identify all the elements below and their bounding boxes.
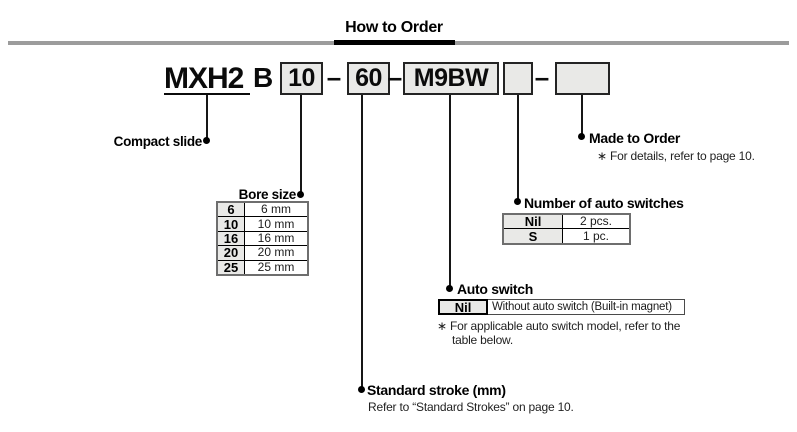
bore-code-box: 10 <box>280 62 323 95</box>
switch-qty-code-box <box>503 62 533 95</box>
auto-switch-table: Nil Without auto switch (Built-in magnet… <box>438 299 685 315</box>
model-type: B <box>253 62 273 93</box>
leader-dot-standard-stroke <box>358 386 365 393</box>
leader-line-compact-slide <box>206 95 208 138</box>
leader-dot-compact-slide <box>203 137 210 144</box>
made-to-order-code-box <box>555 62 610 95</box>
qty-code: Nil <box>502 213 563 230</box>
standard-stroke-note: Refer to “Standard Strokes” on page 10. <box>368 400 574 414</box>
bore-code: 16 <box>216 230 245 247</box>
leader-line-auto-switch <box>449 95 451 286</box>
table-row: 10 10 mm <box>216 216 309 232</box>
qty-desc: 2 pcs. <box>562 213 631 230</box>
series-underline <box>164 93 250 95</box>
auto-switch-code: Nil <box>438 299 488 315</box>
separator-dash: – <box>326 62 342 92</box>
leader-line-switch-qty <box>517 95 519 199</box>
bore-code: 20 <box>216 245 245 261</box>
leader-dot-switch-qty <box>514 198 521 205</box>
table-row: 25 25 mm <box>216 259 309 276</box>
leader-line-standard-stroke <box>361 95 363 387</box>
bore-desc: 20 mm <box>244 245 309 261</box>
made-to-order-label: Made to Order <box>589 130 681 146</box>
table-row: 20 20 mm <box>216 245 309 261</box>
bore-size-label: Bore size <box>238 187 297 202</box>
bore-code: 10 <box>216 216 245 232</box>
bore-code: 25 <box>216 259 245 276</box>
compact-slide-label: Compact slide <box>113 134 203 149</box>
header-rule-black <box>334 40 455 45</box>
leader-dot-made-to-order <box>578 133 585 140</box>
standard-stroke-label: Standard stroke (mm) <box>367 382 506 398</box>
leader-dot-auto-switch <box>446 285 453 292</box>
table-row: Nil 2 pcs. <box>502 213 631 230</box>
bore-desc: 16 mm <box>244 230 309 247</box>
separator-dash: – <box>534 62 550 92</box>
switch-qty-table: Nil 2 pcs. S 1 pc. <box>502 213 631 245</box>
model-series: MXH2 <box>164 62 244 95</box>
leader-line-bore-size <box>300 95 302 192</box>
qty-desc: 1 pc. <box>562 228 631 245</box>
page-title: How to Order <box>345 19 443 36</box>
bore-size-table: 6 6 mm 10 10 mm 16 16 mm 20 20 mm 25 25 … <box>216 201 309 276</box>
auto-switch-desc: Without auto switch (Built-in magnet) <box>488 299 685 315</box>
leader-dot-bore-size <box>297 191 304 198</box>
separator-dash: – <box>387 62 403 92</box>
auto-switch-label: Auto switch <box>457 281 534 297</box>
leader-line-made-to-order <box>581 95 583 134</box>
bore-desc: 6 mm <box>244 201 309 218</box>
auto-switch-note-line2: table below. <box>452 333 513 347</box>
stroke-code-box: 60 <box>347 62 390 95</box>
auto-switch-note-line1: ∗ For applicable auto switch model, refe… <box>437 319 681 333</box>
bore-code: 6 <box>216 201 245 218</box>
qty-code: S <box>502 228 563 245</box>
bore-desc: 10 mm <box>244 216 309 232</box>
made-to-order-note: ∗ For details, refer to page 10. <box>597 149 755 163</box>
table-row: 6 6 mm <box>216 201 309 218</box>
table-row: 16 16 mm <box>216 230 309 247</box>
table-row: S 1 pc. <box>502 228 631 245</box>
switch-qty-label: Number of auto switches <box>524 195 684 211</box>
bore-desc: 25 mm <box>244 259 309 276</box>
auto-switch-code-box: M9BW <box>403 62 499 95</box>
